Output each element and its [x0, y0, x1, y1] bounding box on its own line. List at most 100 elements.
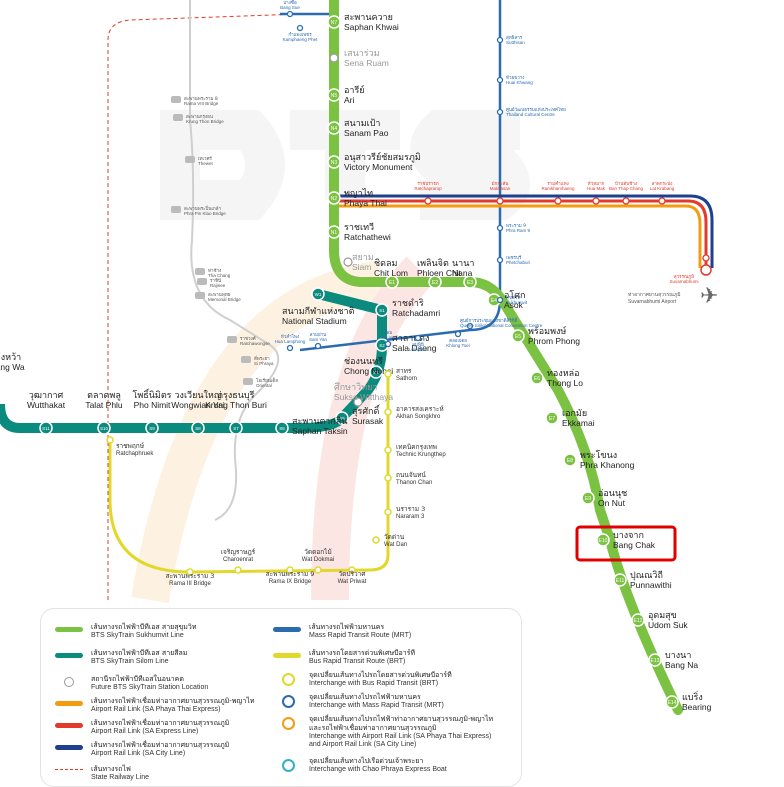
- arl-station[interactable]: สุวรรณภูมิSuvarnabhumi: [669, 254, 710, 284]
- brt-station[interactable]: เจริญราษฎร์Charoenrat: [221, 548, 256, 574]
- mrt-station[interactable]: ศูนย์การประชุมแห่งชาติสิริกิติ์Queen Sir…: [460, 316, 543, 330]
- station-name-en: Talat Phlu: [85, 400, 123, 410]
- silom-station[interactable]: S5สุรศักดิ์Surasak: [335, 404, 384, 426]
- bts-watermark-logo: [160, 110, 530, 220]
- pier-station[interactable]: ราชินีRajinee: [197, 278, 226, 288]
- brt-station[interactable]: วัดดอกไม้Wat Dokmai: [302, 548, 334, 574]
- legend-swatch: [64, 677, 74, 687]
- mrt-station[interactable]: ลุมพินีLumphini: [409, 334, 427, 353]
- station-name-en: Udom Suk: [648, 620, 688, 630]
- brt-station[interactable]: ถนนจันทน์Thanon Chan: [384, 471, 432, 486]
- station-code: E8: [567, 458, 573, 464]
- mrt-station-name-en: Phra Ram 9: [506, 228, 531, 233]
- silom-station[interactable]: S3ช่องนนทรีChong Nonsi: [344, 356, 393, 379]
- brt-station[interactable]: ราชพฤกษ์Ratchaphruek: [106, 436, 154, 457]
- pier-station[interactable]: ราชวงศ์Ratchawongse: [227, 335, 270, 346]
- mrt-station-name-en: Huai Khwang: [506, 80, 533, 85]
- arl-station-name-en: Ban Thap Chang: [609, 186, 643, 191]
- station-name-th: พร้อมพงษ์: [528, 325, 567, 337]
- station-name-th: บางนา: [665, 651, 691, 661]
- legend-swatch: [282, 695, 295, 708]
- legend-label-th: เส้นทางรถไฟ: [91, 765, 131, 773]
- mrt-station[interactable]: เพชรบุรีPhetchaburi: [496, 255, 531, 265]
- brt-station-name-en: Rama IX Bridge: [269, 579, 312, 585]
- legend-swatch: [273, 627, 301, 632]
- brt-station[interactable]: อาคารสงเคราะห์Akhan Songkhro: [384, 405, 444, 420]
- station-code: S7: [233, 426, 239, 431]
- station-name-th: เพลินจิต: [417, 258, 449, 269]
- station-name-th: นานา: [452, 259, 474, 269]
- station-code: E3: [467, 280, 473, 286]
- station-name-th: ศาลาแดง: [392, 334, 429, 344]
- pier-station[interactable]: เทเวศร์Thewet: [185, 155, 214, 166]
- brt-station-name-th: เทคนิคกรุงเทพ: [396, 443, 437, 451]
- station-name-th: สนามกีฬาแห่งชาติ: [282, 306, 355, 317]
- station-code: N4: [331, 126, 338, 132]
